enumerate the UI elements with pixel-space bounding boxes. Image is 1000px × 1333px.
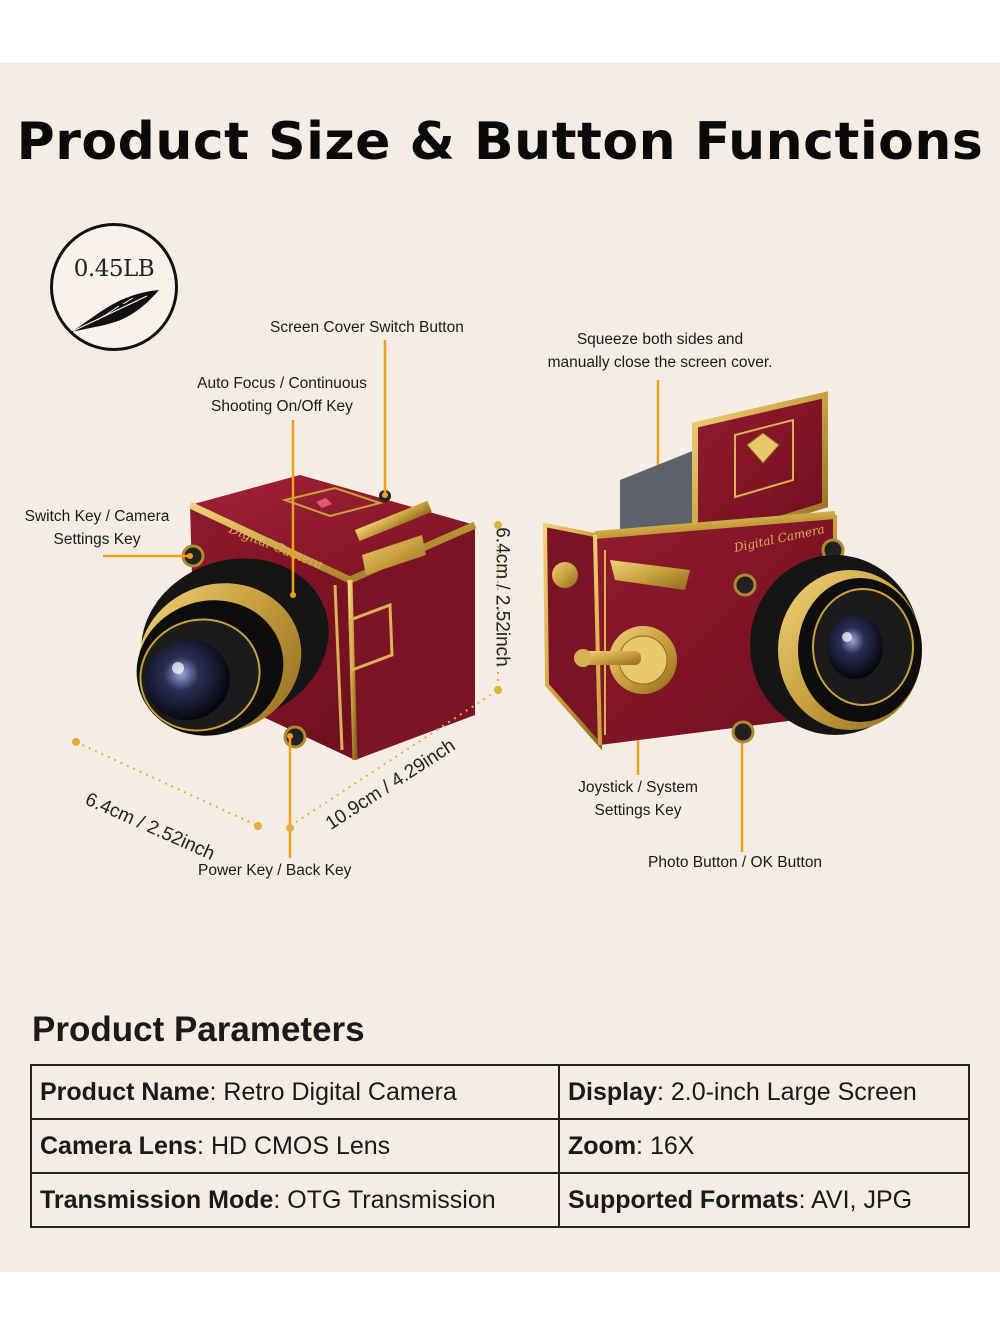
joystick-label-line2: Settings Key — [594, 802, 682, 819]
switch-key-label: Switch Key / Camera Settings Key — [2, 505, 192, 551]
params-cell: Camera Lens: HD CMOS Lens — [30, 1118, 560, 1174]
params-cell: Transmission Mode: OTG Transmission — [30, 1172, 560, 1228]
photo-button-label: Photo Button / OK Button — [648, 854, 823, 871]
params-table: Product Name: Retro Digital Camera Displ… — [30, 1064, 970, 1228]
params-row: Product Name: Retro Digital Camera Displ… — [30, 1064, 970, 1120]
squeeze-note-line1: Squeeze both sides and — [576, 331, 744, 348]
squeeze-note-label: Squeeze both sides and manually close th… — [520, 328, 800, 374]
weight-badge: 0.45LB — [50, 223, 178, 351]
left-camera-illustration: Digital Camera — [136, 475, 477, 761]
params-cell: Supported Formats: AVI, JPG — [558, 1172, 970, 1228]
left-camera-side — [350, 525, 475, 760]
switch-key-label-line1: Switch Key / Camera — [24, 508, 170, 525]
switch-key-label-line2: Settings Key — [53, 531, 141, 548]
af-key-label: Auto Focus / Continuous Shooting On/Off … — [172, 372, 392, 418]
photo-button-dot — [731, 720, 755, 744]
feather-icon — [71, 290, 159, 332]
af-key-label-line2: Shooting On/Off Key — [211, 398, 353, 415]
joystick-label-line1: Joystick / System — [578, 779, 698, 796]
params-row: Transmission Mode: OTG Transmission Supp… — [30, 1172, 970, 1228]
params-row: Camera Lens: HD CMOS Lens Zoom: 16X — [30, 1118, 970, 1174]
right-lens-glass — [827, 615, 883, 679]
params-cell: Display: 2.0-inch Large Screen — [558, 1064, 970, 1120]
squeeze-note-line2: manually close the screen cover. — [547, 354, 773, 371]
params-cell: Zoom: 16X — [558, 1118, 970, 1174]
right-camera-illustration: Digital Camera — [542, 391, 922, 751]
params-title: Product Parameters — [32, 1010, 365, 1049]
af-key-label-line1: Auto Focus / Continuous — [197, 375, 367, 392]
height-dimension: 6.4cm / 2.52inch — [491, 527, 513, 667]
page-title: Product Size & Button Functions — [16, 112, 984, 172]
weight-text: 0.45LB — [73, 256, 155, 282]
power-key-label: Power Key / Back Key — [198, 862, 352, 879]
right-camera-side — [542, 522, 603, 751]
params-cell: Product Name: Retro Digital Camera — [30, 1064, 560, 1120]
screen-cover-switch-label: Screen Cover Switch Button — [270, 319, 464, 336]
left-lens-glass — [146, 639, 230, 721]
right-top-button — [733, 573, 757, 597]
joystick-label: Joystick / System Settings Key — [548, 776, 728, 822]
